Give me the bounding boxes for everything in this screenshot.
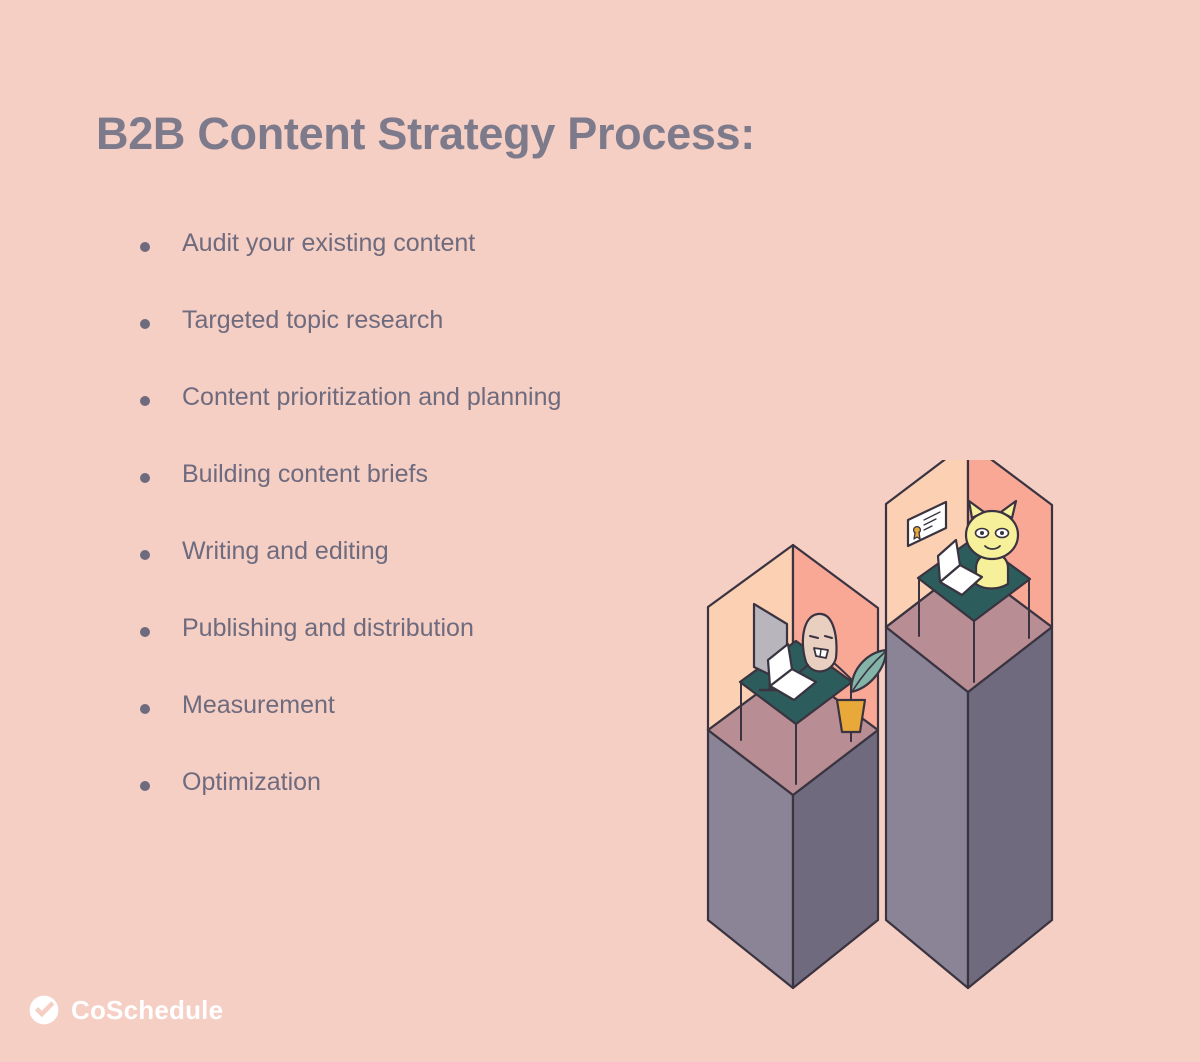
laptop-screen <box>766 642 794 688</box>
bullet-dot-icon <box>140 550 150 560</box>
bullet-dot-icon <box>140 473 150 483</box>
list-item-label: Measurement <box>182 691 335 719</box>
list-item: Publishing and distribution <box>136 613 756 690</box>
list-item: Optimization <box>136 767 756 844</box>
list-item-label: Content prioritization and planning <box>182 383 562 411</box>
list-item: Writing and editing <box>136 536 756 613</box>
left-pedestal-group <box>706 543 880 990</box>
list-item: Content prioritization and planning <box>136 382 756 459</box>
process-steps-list: Audit your existing content Targeted top… <box>136 228 756 844</box>
list-item-label: Writing and editing <box>182 537 389 565</box>
list-item-label: Audit your existing content <box>182 229 476 257</box>
right-laptop <box>936 538 984 597</box>
isometric-office-svg <box>706 460 1054 990</box>
framed-certificate-icon <box>906 500 948 548</box>
bullet-dot-icon <box>140 319 150 329</box>
cat-ear-right <box>999 499 1018 520</box>
bullet-dot-icon <box>140 781 150 791</box>
left-laptop <box>766 642 818 702</box>
brand-wordmark: CoSchedule <box>71 995 224 1025</box>
coschedule-logo: CoSchedule <box>28 994 223 1026</box>
list-item-label: Targeted topic research <box>182 306 444 334</box>
list-item: Targeted topic research <box>136 305 756 382</box>
cat-ear-left <box>967 499 986 520</box>
cat-head <box>964 509 1020 561</box>
bullet-dot-icon <box>140 242 150 252</box>
plant-leaf-vein <box>852 651 886 691</box>
bullet-dot-icon <box>140 704 150 714</box>
check-circle-icon <box>29 995 59 1025</box>
bullet-dot-icon <box>140 627 150 637</box>
bullet-dot-icon <box>140 396 150 406</box>
list-item: Measurement <box>136 690 756 767</box>
plant-pot <box>835 698 867 734</box>
list-item: Building content briefs <box>136 459 756 536</box>
isometric-office-illustration <box>690 460 1070 1005</box>
potted-plant <box>835 648 888 742</box>
list-item-label: Publishing and distribution <box>182 614 474 642</box>
blob-head <box>801 612 838 673</box>
list-item-label: Building content briefs <box>182 460 428 488</box>
list-item: Audit your existing content <box>136 228 756 305</box>
right-pedestal-group <box>884 460 1054 990</box>
page-title: B2B Content Strategy Process: <box>96 108 755 159</box>
list-item-label: Optimization <box>182 768 321 796</box>
laptop-screen <box>936 538 962 584</box>
